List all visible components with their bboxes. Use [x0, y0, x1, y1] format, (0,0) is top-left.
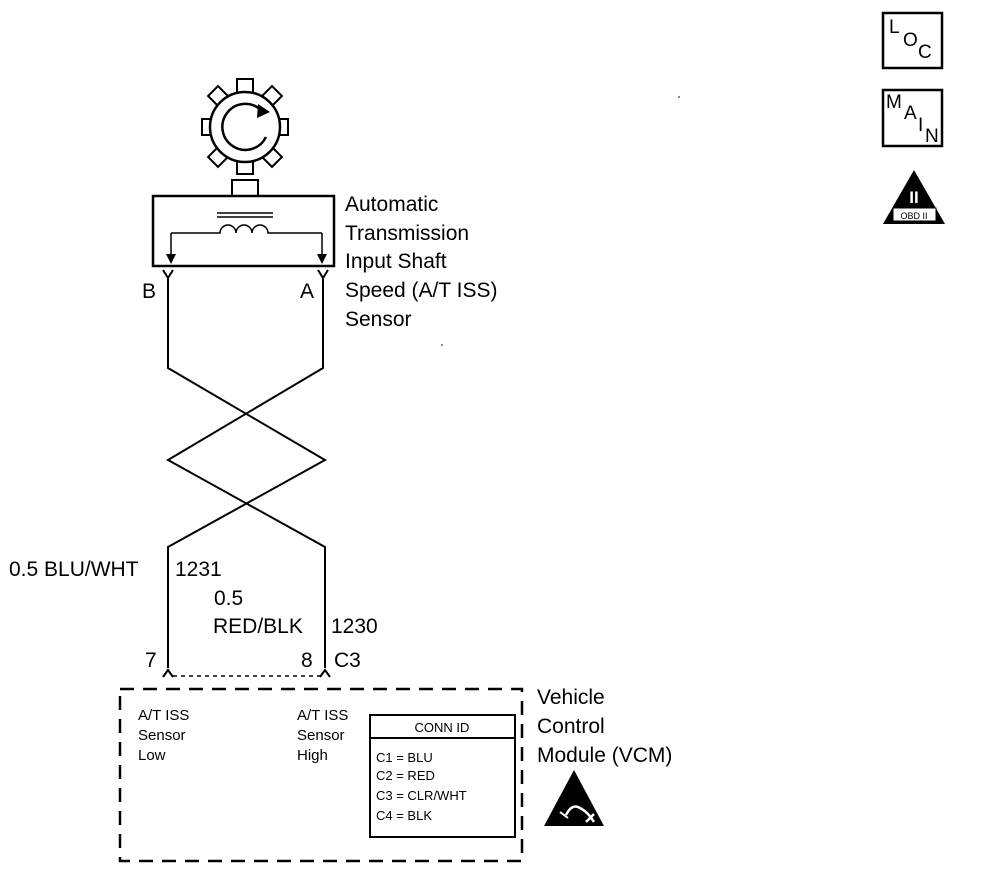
pin-8-label: 8 [301, 649, 313, 672]
main-letter-n: N [925, 126, 939, 147]
vcm-module: A/T ISS Sensor Low A/T ISS Sensor High C… [118, 687, 524, 863]
scan-speck [441, 344, 443, 346]
esd-warning-icon [544, 770, 604, 826]
module-name-line-1: Vehicle [537, 686, 605, 709]
sensor-name-line-2: Transmission [345, 222, 469, 245]
main-letter-i: I [918, 115, 923, 136]
loc-letter-l: L [889, 17, 900, 38]
sensor-body [151, 179, 336, 268]
sensor-terminals: B A [142, 269, 329, 303]
conn-id-row: C3 = CLR/WHT [376, 788, 467, 803]
conn-id-row: C4 = BLK [376, 808, 432, 823]
input-high-line-2: Sensor [297, 727, 345, 744]
input-low-line-2: Sensor [138, 727, 186, 744]
main-button[interactable]: M A I N [881, 88, 944, 148]
wire-1231-circuit-number: 1231 [175, 558, 222, 581]
wire-1230-circuit-number: 1230 [331, 615, 378, 638]
conn-id-row: C1 = BLU [376, 750, 433, 765]
sensor-name-line-5: Sensor [345, 308, 412, 331]
twisted-pair-wires [165, 278, 328, 668]
sensor-name: Automatic Transmission Input Shaft Speed… [345, 193, 498, 331]
sensor-name-line-3: Input Shaft [345, 250, 447, 273]
main-letter-a: A [904, 103, 917, 124]
vcm-connector-c3: 7 8 C3 [145, 649, 361, 678]
module-name-line-3: Module (VCM) [537, 744, 672, 767]
wire-labels: 0.5 BLU/WHT 1231 0.5 RED/BLK 1230 [9, 558, 378, 638]
main-letter-m: M [886, 92, 902, 113]
input-high-line-1: A/T ISS [297, 707, 348, 724]
loc-button[interactable]: L O C [881, 11, 944, 70]
conn-id-table: CONN ID C1 = BLU C2 = RED C3 = CLR/WHT C… [369, 714, 516, 838]
wire-circuit-1231 [167, 278, 328, 668]
terminal-a-label: A [300, 280, 314, 303]
loc-letter-c: C [918, 42, 932, 63]
module-name: Vehicle Control Module (VCM) [537, 686, 672, 767]
reluctor-wheel-icon [201, 78, 289, 175]
wire-1231-gauge-color: 0.5 BLU/WHT [9, 558, 139, 581]
sensor-name-line-1: Automatic [345, 193, 438, 216]
wire-1230-color: RED/BLK [213, 615, 303, 638]
input-high-line-3: High [297, 747, 328, 764]
loc-letter-o: O [903, 30, 918, 51]
wire-circuit-1230 [165, 278, 326, 668]
input-low-line-1: A/T ISS [138, 707, 189, 724]
pin-7-label: 7 [145, 649, 157, 672]
scan-speck [678, 96, 680, 98]
input-low-line-3: Low [138, 747, 166, 764]
wire-1230-gauge: 0.5 [214, 587, 243, 610]
obd-roman-numeral: II [909, 188, 918, 207]
conn-id-title: CONN ID [415, 720, 470, 735]
terminal-b-label: B [142, 280, 156, 303]
obd-ii-button[interactable]: II OBD II [883, 170, 945, 224]
connector-c3-label: C3 [334, 649, 361, 672]
sensor-name-line-4: Speed (A/T ISS) [345, 279, 498, 302]
module-name-line-2: Control [537, 715, 605, 738]
obd-label: OBD II [900, 211, 927, 221]
conn-id-row: C2 = RED [376, 768, 435, 783]
